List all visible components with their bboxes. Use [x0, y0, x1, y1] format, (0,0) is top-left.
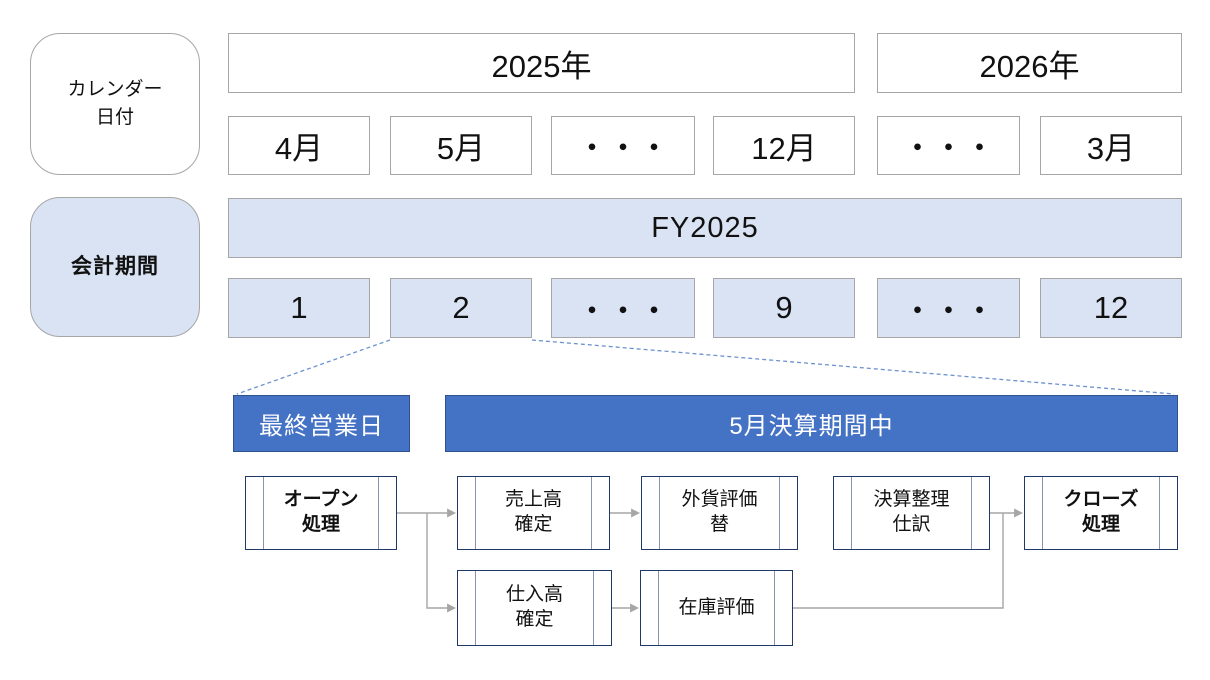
- month-text: 5月: [436, 131, 486, 166]
- calendar-date-label-box: カレンダー 日付: [30, 33, 200, 175]
- period-ellipsis-1: ・・・: [551, 278, 695, 338]
- month-ellipsis-1: ・・・: [551, 116, 695, 175]
- flow-box-closing-adjustment-journal: 決算整理仕訳: [833, 476, 990, 550]
- period-text: 2: [452, 290, 470, 325]
- flow-text-line1: クローズ: [1063, 489, 1139, 511]
- month-text: 12月: [751, 131, 817, 166]
- flow-box-open-process: オープン処理: [245, 476, 397, 550]
- may-closing-period-text: 5月決算期間中: [729, 413, 894, 440]
- fy2025-bar: FY2025: [228, 198, 1182, 258]
- month-cell-december: 12月: [713, 116, 855, 175]
- flow-box-inventory-valuation: 在庫評価: [640, 570, 793, 646]
- period-ellipsis-2: ・・・: [877, 278, 1020, 338]
- last-business-day-bar: 最終営業日: [233, 395, 410, 452]
- flow-text-line1: 在庫評価: [678, 596, 755, 618]
- month-cell-may: 5月: [390, 116, 532, 175]
- ellipsis-text: ・・・: [902, 293, 995, 329]
- period-cell-2: 2: [390, 278, 532, 338]
- may-closing-period-bar: 5月決算期間中: [445, 395, 1178, 452]
- flow-text-line2: 確定: [514, 514, 553, 535]
- calendar-label-line1: カレンダー: [67, 79, 163, 101]
- year-2025-text: 2025年: [491, 48, 592, 84]
- flow-text-line2: 仕訳: [892, 514, 931, 535]
- month-cell-april: 4月: [228, 116, 370, 175]
- flow-text-line1: 外貨評価: [681, 489, 758, 511]
- flow-box-purchase-confirmation: 仕入高確定: [457, 570, 612, 646]
- flow-text-line2: 確定: [515, 609, 554, 630]
- period-cell-1: 1: [228, 278, 370, 338]
- flow-text-line2: 替: [709, 514, 729, 535]
- flow-text-line2: 処理: [301, 514, 340, 535]
- flow-text-line1: 仕入高: [505, 584, 563, 606]
- last-business-day-text: 最終営業日: [259, 413, 384, 440]
- period-text: 9: [775, 290, 793, 325]
- flow-text-line1: オープン: [283, 489, 359, 511]
- period-cell-9: 9: [713, 278, 855, 338]
- month-cell-march: 3月: [1040, 116, 1182, 175]
- flow-text-line1: 決算整理: [873, 489, 950, 511]
- ellipsis-text: ・・・: [902, 131, 995, 166]
- flow-box-close-process: クローズ処理: [1024, 476, 1178, 550]
- year-cell-2026: 2026年: [877, 33, 1182, 93]
- fiscal-period-label-box: 会計期間: [30, 197, 200, 337]
- year-cell-2025: 2025年: [228, 33, 855, 93]
- arrow-open-to-purchase: [426, 513, 457, 613]
- flow-box-fx-revaluation: 外貨評価替: [641, 476, 798, 550]
- ellipsis-text: ・・・: [576, 293, 670, 329]
- month-text: 4月: [274, 131, 324, 166]
- fiscal-label-text: 会計期間: [71, 254, 159, 278]
- month-text: 3月: [1086, 131, 1136, 166]
- calendar-label-line2: 日付: [95, 107, 134, 128]
- flow-box-sales-confirmation: 売上高確定: [457, 476, 610, 550]
- period-cell-12: 12: [1040, 278, 1182, 338]
- month-ellipsis-2: ・・・: [877, 116, 1020, 175]
- flow-text-line1: 売上高: [504, 489, 562, 511]
- period-text: 12: [1093, 290, 1129, 325]
- fy2025-text: FY2025: [651, 211, 759, 244]
- flow-text-line2: 処理: [1081, 514, 1120, 535]
- ellipsis-text: ・・・: [576, 131, 670, 166]
- zoom-funnel-line-left: [236, 339, 391, 395]
- year-2026-text: 2026年: [979, 48, 1080, 84]
- zoom-funnel-line-right: [531, 339, 1175, 395]
- period-text: 1: [290, 290, 308, 325]
